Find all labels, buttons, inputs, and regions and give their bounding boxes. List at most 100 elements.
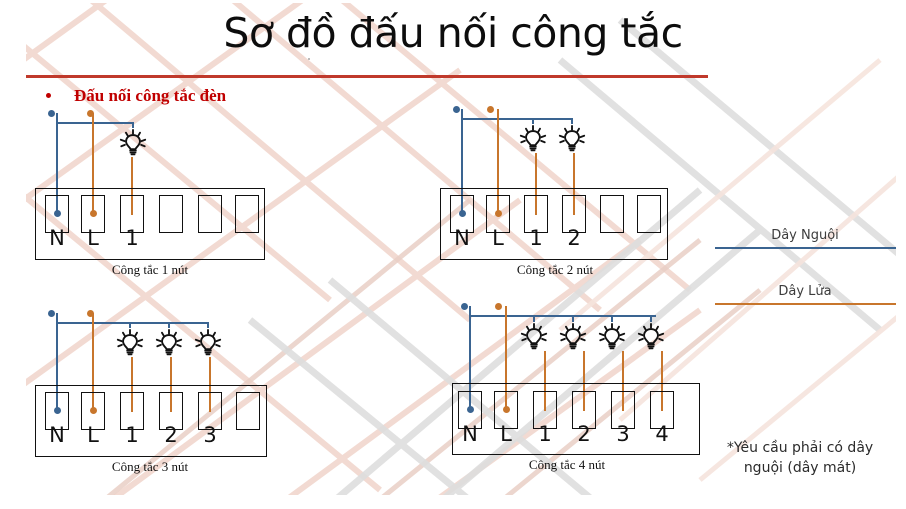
wire-neutral-bus [56, 322, 209, 324]
terminal-label-1: N [454, 226, 470, 250]
terminal-2[interactable] [486, 195, 510, 233]
terminal-3[interactable] [524, 195, 548, 233]
wire-live-bulb-1-to-terminal [544, 351, 546, 411]
wire-live-bulb-2-to-terminal [583, 351, 585, 411]
terminal-6[interactable] [650, 391, 674, 429]
legend-line-neutral [715, 247, 896, 249]
wire-live-bulb-2-to-terminal [170, 357, 172, 412]
node-neutral-source [47, 310, 55, 317]
wire-neutral-vertical [56, 113, 58, 214]
wire-neutral-to-bulb-2 [572, 315, 574, 322]
terminal-3[interactable] [120, 392, 144, 430]
diagram-caption: Công tắc 3 nút [111, 459, 189, 474]
wire-neutral-to-bulb-2 [168, 322, 170, 328]
terminal-label-4: 2 [164, 423, 178, 447]
wire-neutral-to-bulb-1 [129, 322, 131, 328]
terminal-5[interactable] [611, 391, 635, 429]
terminal-2[interactable] [494, 391, 518, 429]
node-live-terminal [89, 210, 97, 217]
bulb-icon-1 [519, 322, 549, 352]
bulb-icon-1 [115, 328, 145, 358]
terminal-5[interactable] [600, 195, 624, 233]
wire-live-bulb-4-to-terminal [661, 351, 663, 411]
terminal-6[interactable] [235, 195, 259, 233]
terminal-2[interactable] [81, 195, 105, 233]
legend-line-live [715, 303, 896, 305]
bulb-icon-2 [558, 322, 588, 352]
requirement-note: *Yêu cầu phải có dây nguội (dây mát) [700, 438, 900, 478]
wire-neutral-bus [56, 122, 134, 124]
section-heading-label: Đấu nối công tắc đèn [74, 86, 227, 105]
node-neutral-source [452, 106, 460, 113]
wire-neutral-vertical [56, 313, 58, 411]
terminal-1[interactable] [458, 391, 482, 429]
terminal-4[interactable] [572, 391, 596, 429]
terminal-4[interactable] [562, 195, 586, 233]
slide-margin-top [0, 0, 906, 3]
wire-live-bulb-3-to-terminal [622, 351, 624, 411]
wire-live-bulb-1-to-terminal [131, 357, 133, 412]
wire-live-vertical [92, 313, 94, 411]
node-neutral-source [460, 303, 468, 310]
node-neutral-terminal [458, 210, 466, 217]
terminal-1[interactable] [450, 195, 474, 233]
terminal-label-5: 3 [203, 423, 217, 447]
terminal-label-1: N [49, 423, 65, 447]
wire-neutral-vertical [469, 306, 471, 410]
terminal-label-3: 1 [125, 226, 139, 250]
node-live-source [494, 303, 502, 310]
bulb-icon-3 [193, 328, 223, 358]
wire-neutral-bus [469, 315, 657, 317]
switch-panel[interactable] [440, 188, 668, 260]
wire-neutral-to-bulb-3 [611, 315, 613, 322]
node-live-terminal [89, 407, 97, 414]
bullet-dot-icon [46, 93, 51, 98]
wire-neutral-to-bulb-3 [207, 322, 209, 328]
bulb-icon-2 [557, 124, 587, 154]
wire-live-bulb-2-to-terminal [573, 153, 575, 215]
switch-panel[interactable] [35, 385, 267, 457]
switch-panel[interactable] [35, 188, 265, 260]
terminal-label-3: 1 [125, 423, 139, 447]
title-underline-rule [26, 75, 708, 78]
title-period-mark [308, 58, 310, 60]
wire-neutral-to-bulb-4 [650, 315, 652, 322]
terminal-4[interactable] [159, 392, 183, 430]
wire-neutral-bus [461, 118, 573, 120]
diagram-caption: Công tắc 2 nút [516, 262, 594, 277]
page-title: Sơ đồ đấu nối công tắc [223, 9, 683, 57]
terminal-6[interactable] [637, 195, 661, 233]
terminal-5[interactable] [198, 195, 222, 233]
terminal-3[interactable] [533, 391, 557, 429]
terminal-label-1: N [49, 226, 65, 250]
bulb-icon-1 [118, 128, 148, 158]
bulb-icon-3 [597, 322, 627, 352]
terminal-6[interactable] [236, 392, 260, 430]
terminal-1[interactable] [45, 392, 69, 430]
terminal-2[interactable] [81, 392, 105, 430]
requirement-note-line1: *Yêu cầu phải có dây [726, 440, 874, 456]
slide-margin-left [0, 0, 26, 509]
terminal-label-3: 1 [529, 226, 543, 250]
terminal-3[interactable] [120, 195, 144, 233]
bulb-icon-2 [154, 328, 184, 358]
bulb-icon-1 [518, 124, 548, 154]
terminal-4[interactable] [159, 195, 183, 233]
wire-live-vertical [497, 109, 499, 214]
wire-neutral-to-bulb-1 [532, 118, 534, 124]
switch-panel[interactable] [452, 383, 700, 455]
terminal-label-4: 2 [567, 226, 581, 250]
legend-label-live: Dây Lửa [778, 284, 832, 299]
node-neutral-terminal [466, 406, 474, 413]
requirement-note-line2: nguội (dây mát) [743, 460, 857, 476]
node-live-source [86, 110, 94, 117]
wire-neutral-vertical [461, 109, 463, 214]
terminal-5[interactable] [198, 392, 222, 430]
node-live-source [486, 106, 494, 113]
slide-margin-right [896, 0, 906, 509]
terminal-1[interactable] [45, 195, 69, 233]
